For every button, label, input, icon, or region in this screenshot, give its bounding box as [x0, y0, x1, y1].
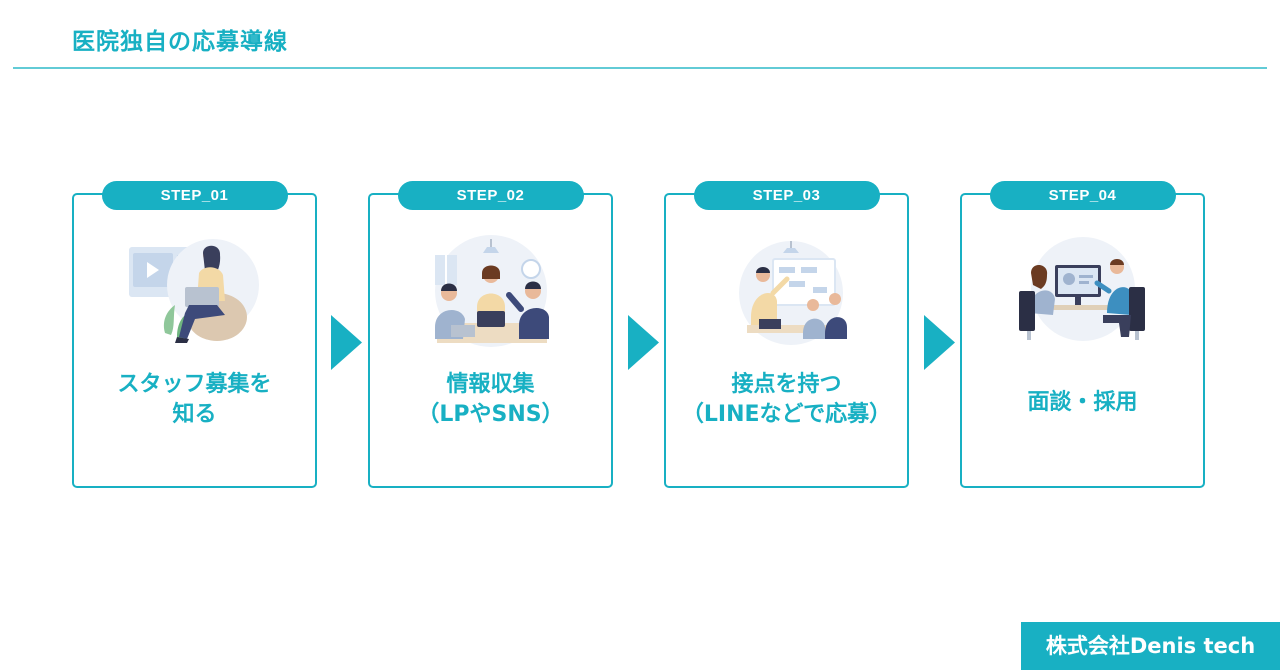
arrow-right-icon	[924, 315, 955, 370]
interview-desk-icon	[1018, 237, 1145, 341]
arrow-right-icon	[628, 315, 659, 370]
step-badge: STEP_02	[397, 181, 584, 210]
step-label: 情報収集 （LPやSNS）	[417, 372, 564, 427]
step-label: スタッフ募集を 知る	[117, 372, 272, 427]
arrow-right-icon	[331, 315, 362, 370]
step-badge: STEP_01	[101, 181, 288, 210]
step-badge: STEP_03	[693, 181, 880, 210]
step-label: 面談・採用	[1027, 390, 1138, 415]
step-label: 接点を持つ （LINEなどで応募）	[681, 372, 892, 427]
step-card-2: STEP_02 情報収集 （LPやSNS）	[368, 181, 613, 488]
woman-laptop-video-icon	[128, 239, 259, 343]
presentation-icon	[738, 241, 847, 345]
page-title: 医院独自の応募導線	[72, 29, 288, 55]
title-divider	[13, 67, 1267, 69]
step-card-1: STEP_01 スタッフ募集を 知る	[72, 181, 317, 488]
company-brand: 株式会社Denis tech	[1021, 622, 1280, 670]
step-card-4: STEP_04 面談・採用	[960, 181, 1205, 488]
team-meeting-icon	[434, 235, 549, 347]
step-card-3: STEP_03 接点を持つ （LINEなどで応募）	[664, 181, 909, 488]
step-badge: STEP_04	[989, 181, 1176, 210]
